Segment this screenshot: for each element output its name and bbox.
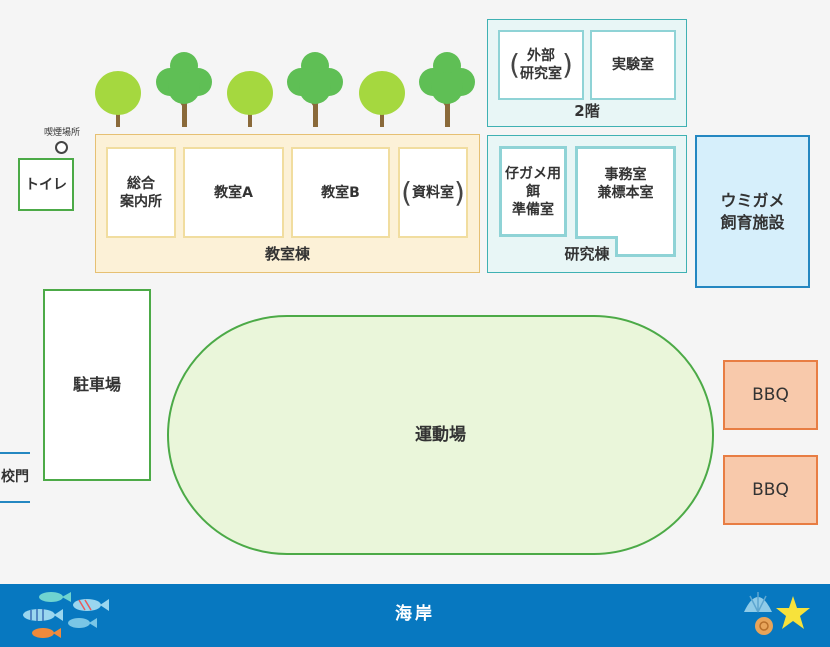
bushy-tree-icon — [287, 52, 343, 127]
school-gate-line-bottom — [0, 501, 30, 503]
room-external-lab-label: 外部 研究室 — [520, 48, 562, 82]
room-hatchling-feed-prep: 仔ガメ用 餌 準備室 — [499, 146, 567, 237]
round-tree-icon — [359, 71, 405, 127]
room-archive: (資料室) — [398, 147, 468, 238]
sea-turtle-facility: ウミガメ 飼育施設 — [695, 135, 810, 288]
round-tree-icon — [95, 71, 141, 127]
room-general-information: 総合 案内所 — [106, 147, 176, 238]
research-building-label: 研究棟 — [564, 245, 610, 263]
second-floor-label: 2階 — [574, 102, 600, 120]
classroom-building-label: 教室棟 — [264, 245, 310, 263]
round-tree-icon — [227, 71, 273, 127]
parking-lot: 駐車場 — [43, 289, 151, 481]
room-archive-label: 資料室 — [412, 184, 454, 201]
bbq-area-1: BBQ — [723, 360, 818, 430]
bushy-tree-icon — [156, 52, 212, 127]
toilet: トイレ — [18, 158, 74, 211]
sports-field: 運動場 — [167, 315, 714, 555]
coast-label: 海岸 — [395, 604, 435, 624]
fish-icon — [23, 592, 109, 638]
tree-row — [88, 46, 478, 130]
shell-and-starfish-icon — [744, 592, 810, 635]
school-gate-label: 校門 — [1, 469, 29, 485]
coast — [0, 584, 830, 647]
room-laboratory: 実験室 — [590, 30, 676, 100]
smoking-area-marker-icon — [55, 141, 68, 154]
trees-illustration — [95, 52, 475, 127]
smoking-area-label: 喫煙場所 — [43, 128, 80, 138]
room-classroom-a: 教室A — [183, 147, 284, 238]
room-office-specimen: 事務室 兼標本室 — [597, 167, 654, 201]
bbq-area-2: BBQ — [723, 455, 818, 525]
room-external-lab: (外部 研究室) — [498, 30, 584, 100]
school-gate-line-top — [0, 452, 30, 454]
room-classroom-b: 教室B — [291, 147, 390, 238]
room-office-specimen-outline — [575, 146, 676, 257]
bushy-tree-icon — [419, 52, 475, 127]
